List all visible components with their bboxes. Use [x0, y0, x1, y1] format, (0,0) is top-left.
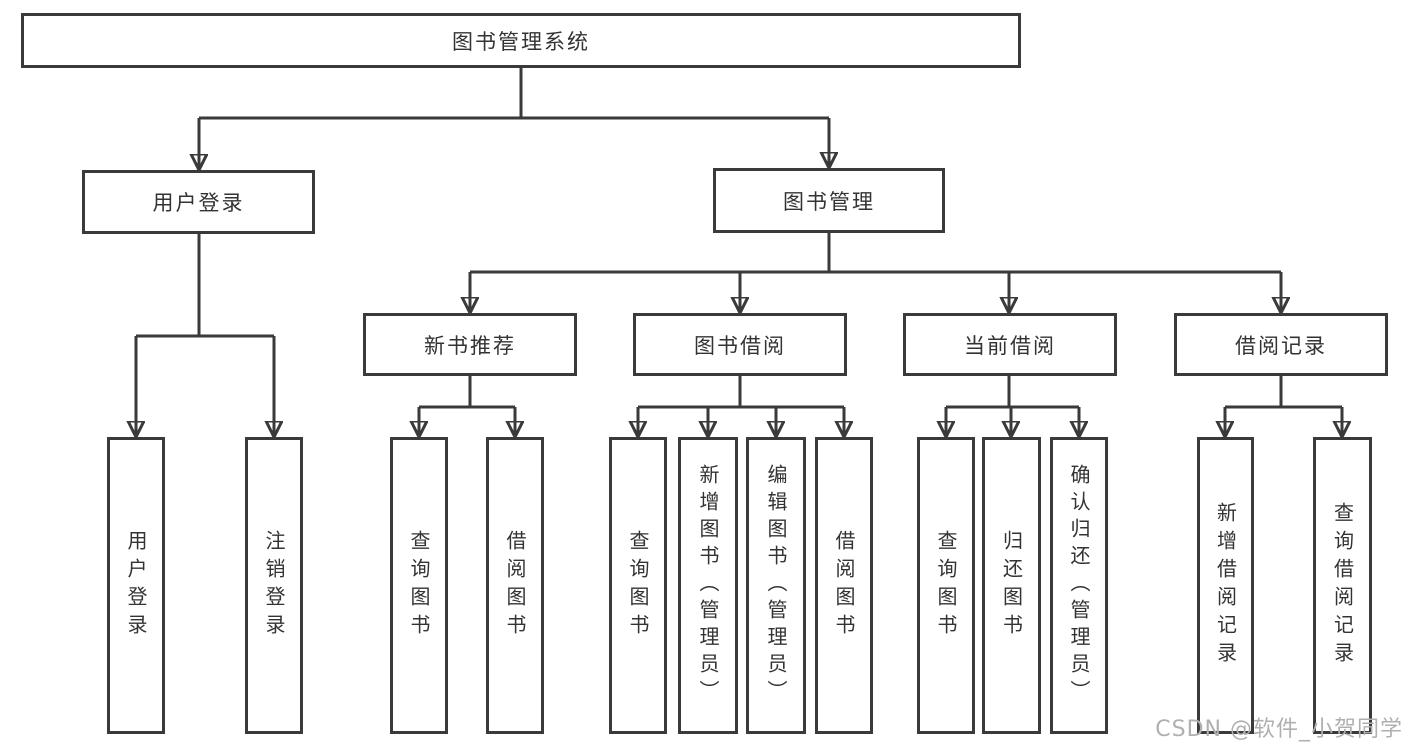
- leaf-borrow-books-a-label: 借阅图书: [503, 529, 527, 642]
- leaf-edit-books-admin: 编辑图书（管理员）: [746, 437, 806, 734]
- leaf-query-books-a-label: 查询图书: [407, 529, 431, 642]
- leaf-confirm-return-admin-label: 确认归还（管理员）: [1067, 464, 1091, 707]
- node-borrow-records-label: 借阅记录: [1235, 333, 1327, 358]
- csdn-watermark: CSDN @软件_小贺同学: [1155, 717, 1403, 742]
- leaf-query-books-b-label: 查询图书: [626, 529, 650, 642]
- node-user-login: 用户登录: [82, 170, 315, 234]
- node-book-borrow: 图书借阅: [633, 313, 847, 376]
- node-new-book-recommend-label: 新书推荐: [424, 333, 516, 358]
- leaf-add-books-admin-label: 新增图书（管理员）: [696, 464, 720, 707]
- leaf-query-borrow-record-label: 查询借阅记录: [1330, 501, 1355, 670]
- leaf-borrow-books-b: 借阅图书: [815, 437, 873, 734]
- leaf-borrow-books-b-label: 借阅图书: [832, 529, 856, 642]
- node-book-borrow-label: 图书借阅: [694, 333, 786, 358]
- leaf-logout-login-label: 注销登录: [262, 529, 286, 642]
- node-root: 图书管理系统: [21, 13, 1021, 68]
- leaf-query-borrow-record: 查询借阅记录: [1313, 437, 1372, 734]
- node-book-management: 图书管理: [713, 168, 945, 233]
- node-new-book-recommend: 新书推荐: [363, 313, 577, 376]
- leaf-query-books-c: 查询图书: [917, 437, 975, 734]
- leaf-borrow-books-a: 借阅图书: [486, 437, 544, 734]
- node-current-borrow-label: 当前借阅: [964, 333, 1056, 358]
- leaf-query-books-a: 查询图书: [390, 437, 448, 734]
- node-borrow-records: 借阅记录: [1174, 313, 1388, 376]
- leaf-return-books: 归还图书: [982, 437, 1041, 734]
- leaf-add-borrow-record-label: 新增借阅记录: [1213, 501, 1238, 670]
- leaf-logout-login: 注销登录: [245, 437, 303, 734]
- leaf-query-books-c-label: 查询图书: [934, 529, 958, 642]
- leaf-return-books-label: 归还图书: [999, 529, 1024, 642]
- leaf-query-books-b: 查询图书: [609, 437, 667, 734]
- node-root-label: 图书管理系统: [452, 29, 590, 54]
- leaf-user-login-label: 用户登录: [124, 529, 148, 642]
- node-current-borrow: 当前借阅: [903, 313, 1117, 376]
- leaf-confirm-return-admin: 确认归还（管理员）: [1050, 437, 1108, 734]
- leaf-add-borrow-record: 新增借阅记录: [1197, 437, 1254, 734]
- node-user-login-label: 用户登录: [152, 191, 245, 215]
- node-book-management-label: 图书管理: [783, 189, 875, 214]
- leaf-add-books-admin: 新增图书（管理员）: [678, 437, 738, 734]
- leaf-edit-books-admin-label: 编辑图书（管理员）: [764, 464, 788, 707]
- leaf-user-login: 用户登录: [107, 437, 165, 734]
